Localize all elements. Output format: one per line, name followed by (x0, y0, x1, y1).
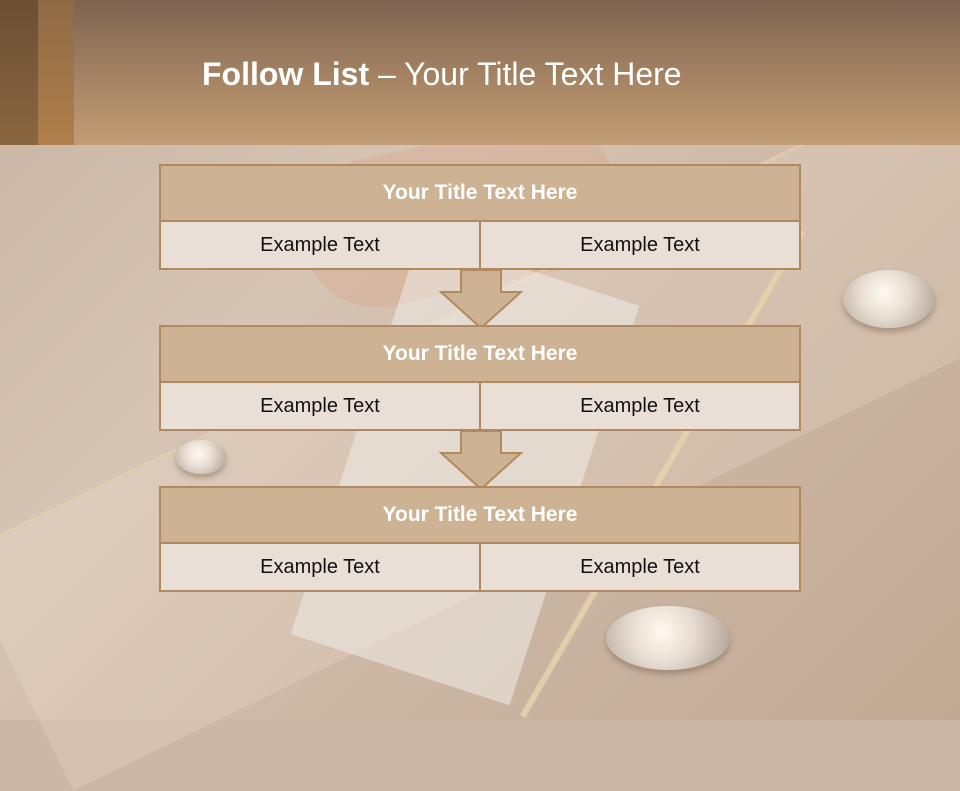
arrow-down-icon (438, 270, 524, 330)
header-stripe (0, 0, 38, 145)
list-block-row: Example Text Example Text (161, 544, 799, 590)
background-knob (176, 440, 226, 474)
slide-title[interactable]: Follow List – Your Title Text Here (202, 56, 682, 93)
list-block-2[interactable]: Your Title Text Here Example Text Exampl… (159, 325, 801, 431)
arrow-down-icon (438, 431, 524, 491)
list-block-title[interactable]: Your Title Text Here (161, 327, 799, 383)
background-knob (843, 270, 935, 328)
slide-title-rest: – Your Title Text Here (369, 56, 682, 92)
header-band (0, 0, 960, 145)
slide-title-bold: Follow List (202, 56, 370, 92)
list-block-row: Example Text Example Text (161, 383, 799, 429)
list-block-1[interactable]: Your Title Text Here Example Text Exampl… (159, 164, 801, 270)
list-block-title[interactable]: Your Title Text Here (161, 166, 799, 222)
list-block-title[interactable]: Your Title Text Here (161, 488, 799, 544)
list-block-left-text[interactable]: Example Text (161, 383, 481, 429)
list-block-right-text[interactable]: Example Text (580, 555, 700, 578)
list-block-left-text[interactable]: Example Text (161, 222, 481, 268)
list-block-right-text[interactable]: Example Text (580, 394, 700, 417)
list-block-left-text[interactable]: Example Text (161, 544, 481, 590)
background-knob (606, 606, 730, 670)
list-block-row: Example Text Example Text (161, 222, 799, 268)
list-block-right-text[interactable]: Example Text (580, 233, 700, 256)
list-block-3[interactable]: Your Title Text Here Example Text Exampl… (159, 486, 801, 592)
header-stripe (38, 0, 74, 145)
